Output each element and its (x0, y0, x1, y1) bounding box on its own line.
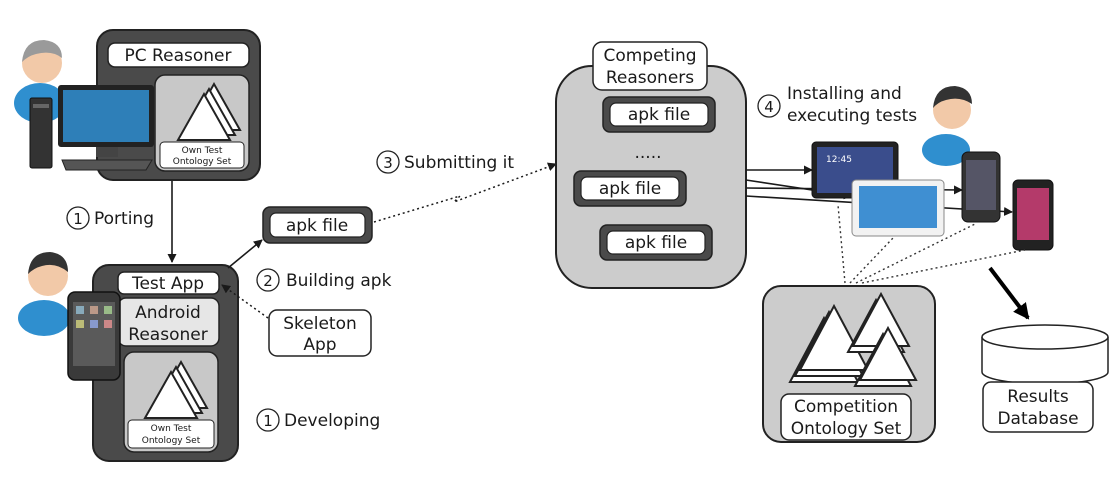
results-arrow (988, 266, 1030, 320)
step-installing-num: 4 (764, 98, 774, 116)
pc-ontology-label-2: Ontology Set (173, 157, 232, 167)
step-developing-text: Developing (284, 411, 380, 431)
test-app-label: Test App (131, 274, 204, 294)
competing-reasoners-box: Competing Reasoners apk file ..... apk f… (555, 41, 747, 289)
step-submitting-text: Submitting it (404, 153, 514, 173)
ontology-distribution-lines (837, 204, 1026, 284)
competing-apk-1: apk file (602, 96, 716, 133)
competing-ellipsis: ..... (634, 143, 661, 163)
pc-ontology-label-1: Own Test (182, 146, 223, 156)
skeleton-label-1: Skeleton (283, 314, 357, 334)
results-label-2: Database (997, 409, 1078, 429)
competing-apk-3: apk file (599, 224, 713, 261)
step-developing: 1 Developing (256, 408, 380, 432)
building-arrow (227, 239, 263, 269)
android-reasoner-box: Test App Android Reasoner Own Test Ontol… (92, 264, 239, 462)
ontology-icon (788, 291, 918, 387)
step-porting: 1 Porting (66, 206, 154, 230)
competing-title-1: Competing (603, 46, 696, 66)
skeleton-app-box: Skeleton App (268, 309, 372, 357)
competition-set-label-1: Competition (794, 397, 898, 417)
android-reasoner-label-2: Reasoner (128, 325, 207, 345)
android-reasoner-label-1: Android (135, 303, 201, 323)
competition-ontology-set-box: Competition Ontology Set (762, 285, 936, 443)
android-ontology-label-1: Own Test (151, 424, 192, 434)
competing-apk-label: apk file (628, 105, 690, 125)
pc-reasoner-title: PC Reasoner (125, 46, 232, 66)
competition-set-label-2: Ontology Set (791, 419, 902, 439)
smartphone-icon (67, 291, 121, 381)
user-icon (922, 86, 972, 166)
competing-title-2: Reasoners (606, 68, 694, 88)
smartphone-icon (1012, 179, 1054, 251)
user-icon (18, 252, 70, 336)
apk-file-label: apk file (286, 216, 348, 236)
smartphone-icon (961, 151, 1001, 223)
skeleton-label-2: App (303, 335, 336, 355)
database-icon (981, 324, 1109, 385)
step-installing-text-2: executing tests (787, 106, 917, 126)
step-installing-text-1: Installing and (787, 84, 902, 104)
step-developing-num: 1 (263, 412, 273, 430)
step-building-num: 2 (263, 272, 273, 290)
competing-apk-label: apk file (599, 179, 661, 199)
step-submitting-num: 3 (383, 154, 393, 172)
step-porting-text: Porting (94, 209, 154, 229)
results-label-1: Results (1007, 387, 1069, 407)
competing-apk-2: apk file (573, 170, 687, 207)
step-building: 2 Building apk (256, 268, 392, 292)
apk-file-built: apk file (262, 206, 373, 244)
android-ontology-label-2: Ontology Set (142, 436, 201, 446)
step-submitting: 3 Submitting it (376, 150, 514, 174)
step-building-text: Building apk (286, 271, 392, 291)
step-installing: 4 Installing and executing tests (757, 84, 917, 126)
competing-apk-label: apk file (625, 233, 687, 253)
results-database-label: Results Database (982, 381, 1094, 433)
svg-text:12:45: 12:45 (826, 155, 852, 165)
step-porting-num: 1 (73, 210, 83, 228)
computer-icon (29, 85, 154, 171)
tablet-icon (851, 179, 945, 237)
